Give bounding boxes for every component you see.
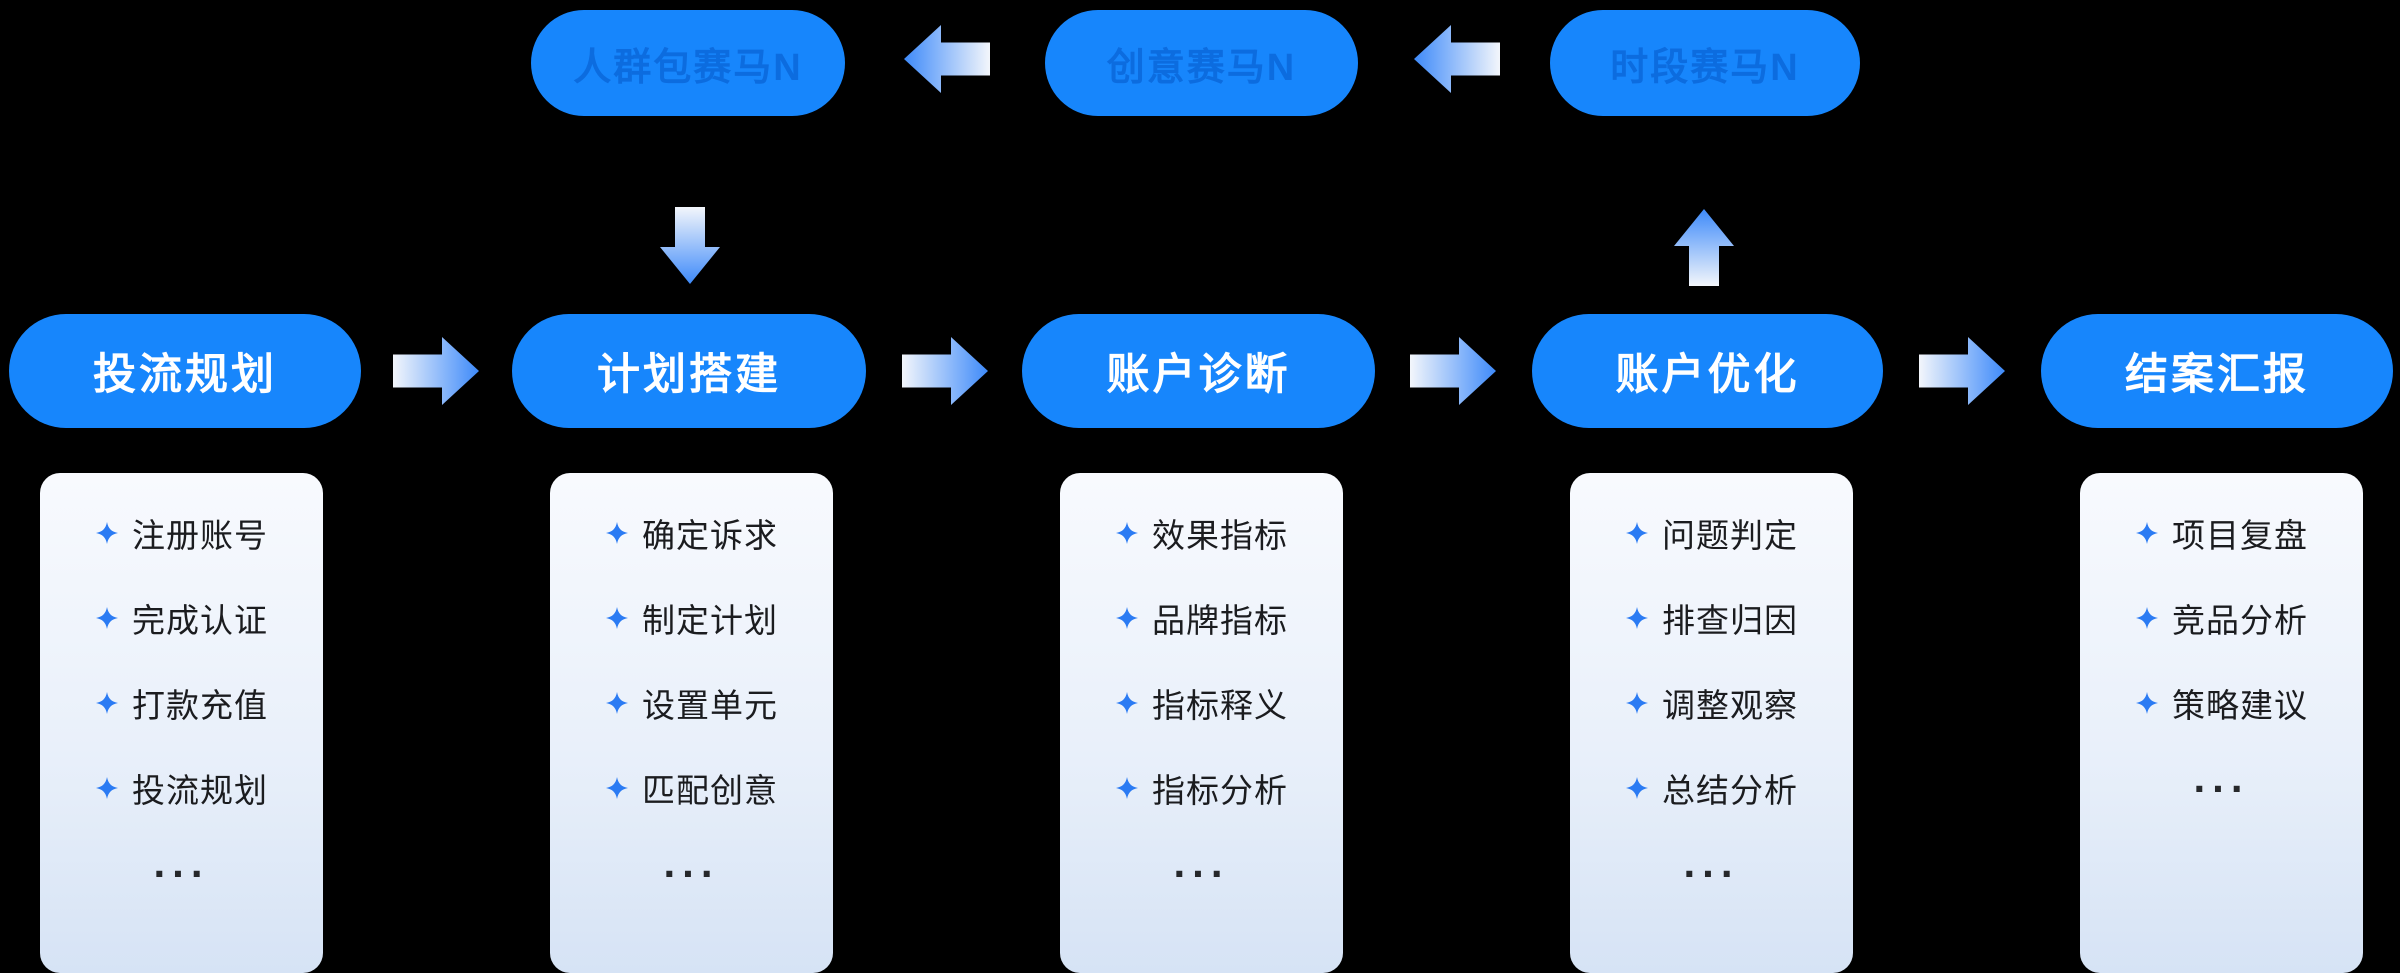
top-node-1: 人群包赛马N — [531, 10, 845, 116]
list-item-label: 注册账号 — [132, 516, 268, 554]
diamond-bullet-icon — [96, 691, 118, 714]
diamond-bullet-icon — [1116, 691, 1138, 714]
stage-pill-4: 账户优化 — [1532, 314, 1883, 428]
list-item: 设置单元 — [550, 660, 833, 745]
stage-card-1: 注册账号 完成认证 打款充值 投流规划 ... — [40, 473, 323, 973]
top-node-label: 创意赛马N — [1106, 46, 1297, 89]
list-item-label: 制定计划 — [642, 601, 778, 639]
list-item: 投流规划 — [40, 745, 323, 830]
arrow-down-icon — [660, 207, 720, 284]
arrow-right-icon — [902, 337, 988, 405]
arrow-right-icon — [393, 337, 479, 405]
ellipsis: ... — [1060, 830, 1343, 915]
arrow-right-icon — [1919, 337, 2005, 405]
diamond-bullet-icon — [1626, 606, 1648, 629]
diamond-bullet-icon — [1116, 776, 1138, 799]
ellipsis: ... — [40, 830, 323, 915]
top-node-label: 人群包赛马N — [573, 46, 803, 89]
list-item: 打款充值 — [40, 660, 323, 745]
arrow-left-icon — [1414, 25, 1500, 93]
arrow-up-icon — [1674, 209, 1734, 286]
diamond-bullet-icon — [606, 521, 628, 544]
diamond-bullet-icon — [606, 691, 628, 714]
list-item-label: 打款充值 — [132, 686, 268, 724]
list-item: 品牌指标 — [1060, 575, 1343, 660]
list-item: 竞品分析 — [2080, 575, 2363, 660]
list-item: 制定计划 — [550, 575, 833, 660]
list-item-label: 排查归因 — [1662, 601, 1798, 639]
top-node-2: 创意赛马N — [1045, 10, 1358, 116]
stage-card-5: 项目复盘 竞品分析 策略建议 ... — [2080, 473, 2363, 973]
stage-label: 结案汇报 — [2125, 351, 2309, 399]
stage-pill-3: 账户诊断 — [1022, 314, 1375, 428]
stage-card-3: 效果指标 品牌指标 指标释义 指标分析 ... — [1060, 473, 1343, 973]
stage-pill-2: 计划搭建 — [512, 314, 866, 428]
stage-pill-1: 投流规划 — [9, 314, 361, 428]
list-item: 指标分析 — [1060, 745, 1343, 830]
list-item: 策略建议 — [2080, 660, 2363, 745]
list-item: 调整观察 — [1570, 660, 1853, 745]
stage-label: 计划搭建 — [597, 351, 781, 399]
list-item-label: 竞品分析 — [2172, 601, 2308, 639]
ellipsis-label: ... — [1173, 838, 1230, 886]
list-item-label: 设置单元 — [642, 686, 778, 724]
diamond-bullet-icon — [96, 521, 118, 544]
list-item: 排查归因 — [1570, 575, 1853, 660]
list-item-label: 问题判定 — [1662, 516, 1798, 554]
list-item: 指标释义 — [1060, 660, 1343, 745]
stage-card-2: 确定诉求 制定计划 设置单元 匹配创意 ... — [550, 473, 833, 973]
list-item: 项目复盘 — [2080, 490, 2363, 575]
diamond-bullet-icon — [1626, 776, 1648, 799]
ellipsis-label: ... — [153, 838, 210, 886]
diamond-bullet-icon — [1116, 521, 1138, 544]
diamond-bullet-icon — [1626, 521, 1648, 544]
list-item: 匹配创意 — [550, 745, 833, 830]
arrow-right-icon — [1410, 337, 1496, 405]
list-item-label: 品牌指标 — [1152, 601, 1288, 639]
flow-diagram: 人群包赛马N 创意赛马N 时段赛马N 投流规划 计划搭建 账户诊断 账户优化 结… — [9, 10, 2393, 973]
list-item-label: 效果指标 — [1152, 516, 1288, 554]
diamond-bullet-icon — [1626, 691, 1648, 714]
diamond-bullet-icon — [606, 776, 628, 799]
arrow-left-icon — [904, 25, 990, 93]
ellipsis: ... — [550, 830, 833, 915]
list-item: 问题判定 — [1570, 490, 1853, 575]
list-item: 总结分析 — [1570, 745, 1853, 830]
diamond-bullet-icon — [96, 606, 118, 629]
list-item-label: 投流规划 — [132, 771, 268, 809]
diamond-bullet-icon — [2136, 691, 2158, 714]
diamond-bullet-icon — [606, 606, 628, 629]
ellipsis: ... — [2080, 745, 2363, 830]
list-item-label: 指标分析 — [1152, 771, 1288, 809]
list-item-label: 策略建议 — [2172, 686, 2308, 724]
diamond-bullet-icon — [2136, 606, 2158, 629]
stage-pill-5: 结案汇报 — [2041, 314, 2393, 428]
stage-label: 投流规划 — [93, 351, 277, 399]
ellipsis-label: ... — [2193, 753, 2250, 801]
top-node-label: 时段赛马N — [1610, 46, 1800, 89]
stage-card-4: 问题判定 排查归因 调整观察 总结分析 ... — [1570, 473, 1853, 973]
stage-label: 账户诊断 — [1106, 351, 1291, 399]
diamond-bullet-icon — [96, 776, 118, 799]
list-item-label: 指标释义 — [1152, 686, 1288, 724]
list-item: 确定诉求 — [550, 490, 833, 575]
ellipsis-label: ... — [1683, 838, 1740, 886]
list-item-label: 确定诉求 — [642, 516, 778, 554]
list-item: 效果指标 — [1060, 490, 1343, 575]
list-item-label: 匹配创意 — [642, 771, 778, 809]
list-item: 注册账号 — [40, 490, 323, 575]
list-item: 完成认证 — [40, 575, 323, 660]
list-item-label: 项目复盘 — [2172, 516, 2308, 554]
diamond-bullet-icon — [1116, 606, 1138, 629]
list-item-label: 总结分析 — [1662, 771, 1798, 809]
list-item-label: 完成认证 — [132, 601, 268, 639]
ellipsis: ... — [1570, 830, 1853, 915]
ellipsis-label: ... — [663, 838, 720, 886]
list-item-label: 调整观察 — [1662, 686, 1798, 724]
top-node-3: 时段赛马N — [1550, 10, 1860, 116]
stage-label: 账户优化 — [1615, 351, 1800, 399]
diamond-bullet-icon — [2136, 521, 2158, 544]
